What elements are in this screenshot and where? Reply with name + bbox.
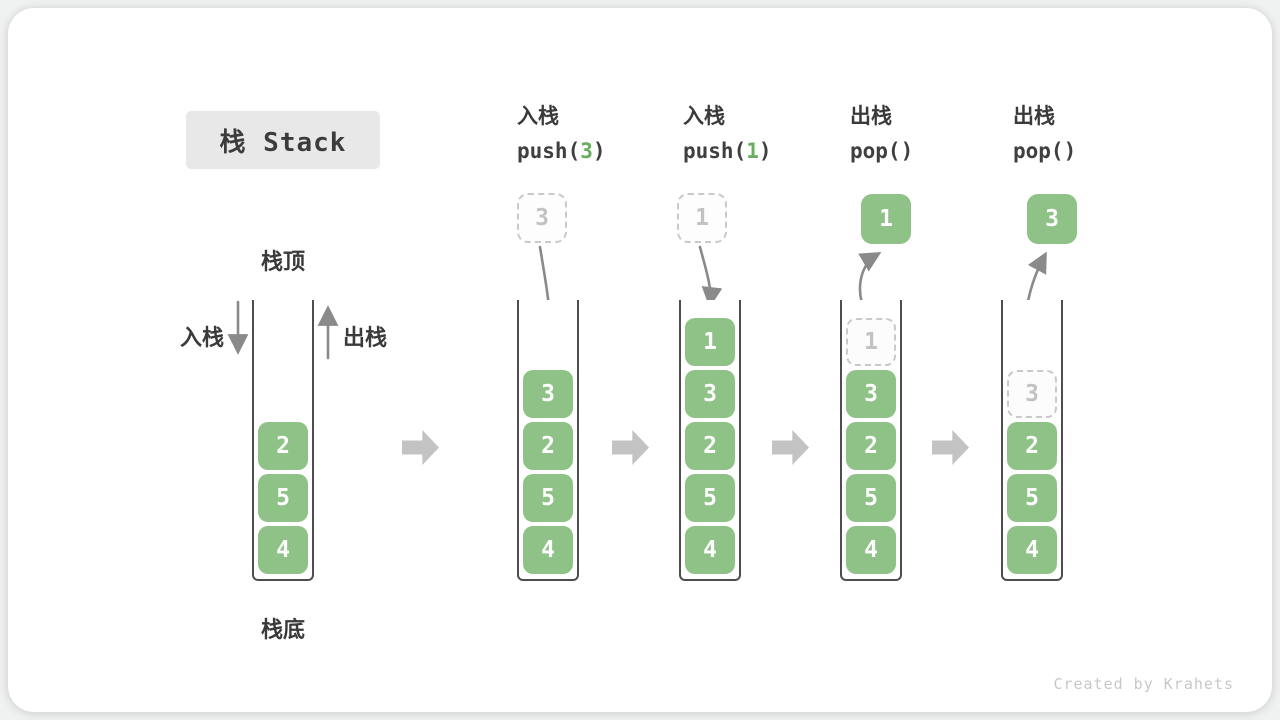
- pushed-value-box: 3: [517, 193, 567, 243]
- code-pre: push(: [683, 139, 747, 163]
- step-transition-arrow-icon: [612, 430, 649, 465]
- stack-element: 3: [685, 370, 735, 418]
- stack-element: 2: [523, 422, 573, 470]
- stack-element: 3: [846, 370, 896, 418]
- code-post: ): [1063, 139, 1077, 163]
- code-arg: 3: [580, 139, 593, 163]
- code-post: ): [900, 139, 914, 163]
- stack-element-removed: 1: [846, 318, 896, 366]
- popped-value-box: 3: [1027, 194, 1077, 244]
- pushed-value-box: 1: [677, 193, 727, 243]
- code-post: ): [758, 139, 772, 163]
- stack-after-pop-3: 3 2 5 4: [1001, 300, 1063, 581]
- step-code-label: pop(): [1013, 141, 1173, 162]
- step-op-label: 入栈: [683, 105, 725, 128]
- stack-top-label: 栈顶: [260, 249, 305, 274]
- step-op-label: 入栈: [517, 105, 559, 128]
- stack-element: 4: [685, 526, 735, 574]
- stack-after-push-3: 3 2 5 4: [517, 300, 579, 581]
- stack-bottom-label: 栈底: [260, 617, 305, 642]
- stack-element: 5: [258, 474, 308, 522]
- stack-element: 4: [523, 526, 573, 574]
- stack-after-pop-1: 1 3 2 5 4: [840, 300, 902, 581]
- step-op-label: 出栈: [850, 105, 892, 128]
- step-transition-arrow-icon: [772, 430, 809, 465]
- step-code-label: pop(): [850, 141, 1010, 162]
- credit-text: Created by Krahets: [1053, 675, 1234, 693]
- stack-element: 4: [846, 526, 896, 574]
- stack-element-removed: 3: [1007, 370, 1057, 418]
- stack-element: 1: [685, 318, 735, 366]
- code-pre: pop(: [850, 139, 901, 163]
- step-header-pop-3: 出栈 pop(): [1013, 106, 1173, 162]
- stack-element: 2: [258, 422, 308, 470]
- stack-element: 5: [846, 474, 896, 522]
- popped-value-box: 1: [861, 194, 911, 244]
- push-direction-label: 入栈: [179, 325, 224, 350]
- stack-element: 5: [1007, 474, 1057, 522]
- stack-element: 4: [1007, 526, 1057, 574]
- stack-element: 5: [685, 474, 735, 522]
- code-pre: pop(: [1013, 139, 1064, 163]
- push-1-arrow-icon: [698, 245, 723, 308]
- step-code-label: push(1): [683, 141, 843, 162]
- pop-direction-label: 出栈: [343, 325, 388, 350]
- stack-element: 2: [685, 422, 735, 470]
- step-header-push-3: 入栈 push(3): [517, 106, 677, 162]
- step-code-label: push(3): [517, 141, 677, 162]
- code-arg: 1: [746, 139, 759, 163]
- step-header-pop-1: 出栈 pop(): [850, 106, 1010, 162]
- stack-initial: 2 5 4: [252, 300, 314, 581]
- stack-element: 2: [846, 422, 896, 470]
- step-op-label: 出栈: [1013, 105, 1055, 128]
- step-header-push-1: 入栈 push(1): [683, 106, 843, 162]
- stack-element: 4: [258, 526, 308, 574]
- stack-element: 3: [523, 370, 573, 418]
- step-transition-arrow-icon: [402, 430, 439, 465]
- stack-element: 2: [1007, 422, 1057, 470]
- step-transition-arrow-icon: [932, 430, 969, 465]
- code-post: ): [592, 139, 606, 163]
- diagram-title: 栈 Stack: [186, 111, 380, 169]
- stack-after-push-1: 1 3 2 5 4: [679, 300, 741, 581]
- code-pre: push(: [517, 139, 581, 163]
- stack-element: 5: [523, 474, 573, 522]
